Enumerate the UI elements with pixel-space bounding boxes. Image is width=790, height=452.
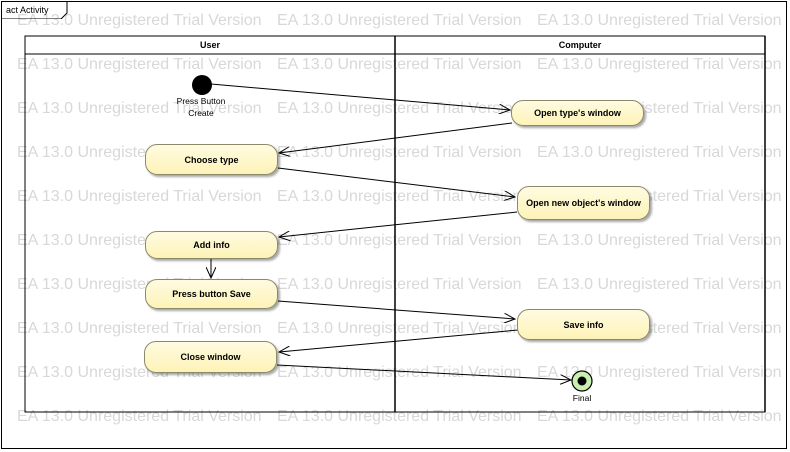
lane-header-user: User: [199, 40, 220, 50]
final-node-label: Final: [572, 393, 592, 403]
frame-tab: [1, 1, 68, 19]
action-open-types-window[interactable]: Open type's window: [511, 100, 644, 126]
initial-node-label: Press Button Create: [166, 95, 236, 119]
action-add-info[interactable]: Add info: [145, 231, 278, 259]
frame-title: act Activity: [6, 5, 49, 15]
action-open-new-objects-window[interactable]: Open new object's window: [517, 186, 650, 220]
initial-label-line-1: Press Button: [176, 96, 226, 106]
action-save-info[interactable]: Save info: [517, 309, 650, 340]
flow-initial-to-open-types-window: [210, 83, 510, 110]
final-node: [571, 370, 593, 392]
action-press-button-save[interactable]: Press button Save: [145, 279, 278, 309]
lane-header-computer: Computer: [558, 40, 602, 50]
flow-save-info-to-close-window: [279, 329, 519, 352]
action-choose-type[interactable]: Choose type: [145, 144, 278, 175]
action-close-window[interactable]: Close window: [144, 341, 277, 373]
flow-close-window-to-final: [276, 364, 571, 380]
flow-press-button-save-to-save-info: [277, 300, 515, 319]
initial-node: [192, 75, 212, 95]
flow-open-new-objects-window-to-add-info: [279, 211, 518, 237]
flow-choose-type-to-open-new-objects-window: [277, 167, 515, 197]
initial-label-line-2: Create: [188, 108, 214, 118]
flow-open-types-window-to-choose-type: [279, 122, 513, 153]
